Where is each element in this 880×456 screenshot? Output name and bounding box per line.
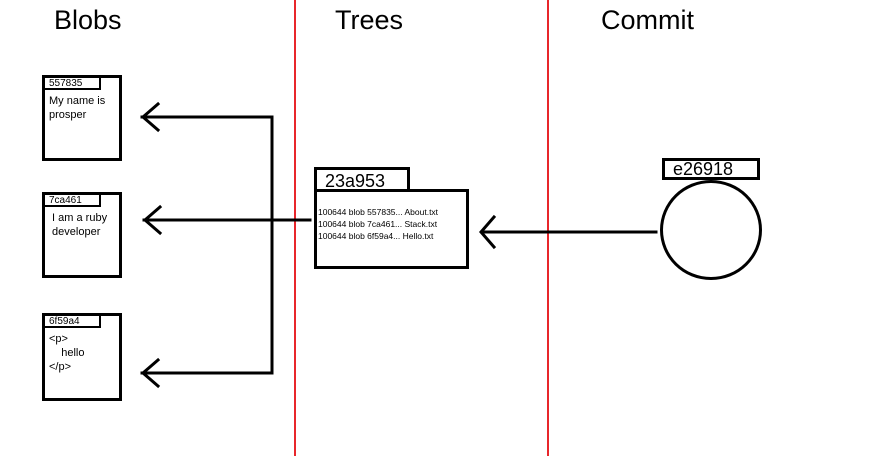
- blobs-heading: Blobs: [54, 5, 122, 35]
- blob-hash: 7ca461: [45, 195, 101, 207]
- trees-heading: Trees: [335, 5, 404, 35]
- commit-hash: e26918: [662, 158, 760, 180]
- commit-heading: Commit: [601, 5, 694, 35]
- blob-line: My name is: [49, 95, 106, 107]
- blob-card: 557835 My name is prosper: [42, 75, 122, 161]
- blob-hash: 6f59a4: [45, 316, 101, 328]
- tree-entry: 100644 blob 7ca461... Stack.txt: [318, 219, 438, 229]
- blob-content: My name is prosper: [45, 90, 119, 126]
- blob-line: developer: [49, 226, 101, 238]
- divider-trees-commit: [547, 0, 549, 456]
- blob-card: 7ca461 I am a ruby developer: [42, 192, 122, 278]
- blob-line: hello: [49, 347, 85, 359]
- tree-entry: 100644 blob 557835... About.txt: [318, 207, 439, 217]
- arrowhead-tree: [479, 214, 497, 250]
- tree-card: 100644 blob 557835... About.txt 100644 b…: [314, 189, 469, 269]
- arrowhead-blob-3: [140, 357, 161, 389]
- divider-blobs-trees: [294, 0, 296, 456]
- blob-card: 6f59a4 <p> hello </p>: [42, 313, 122, 401]
- blob-line: prosper: [49, 109, 87, 121]
- blob-hash: 557835: [45, 78, 101, 90]
- blob-content: I am a ruby developer: [45, 207, 119, 243]
- commit-node: [660, 180, 762, 280]
- arrowhead-blob-2: [142, 204, 163, 236]
- tree-hash: 23a953: [314, 167, 410, 191]
- blob-line: </p>: [49, 361, 72, 373]
- blob-content: <p> hello </p>: [45, 328, 119, 378]
- arrowhead-blob-1: [140, 101, 161, 133]
- blob-line: I am a ruby: [49, 212, 108, 224]
- tree-entry: 100644 blob 6f59a4... Hello.txt: [318, 231, 434, 241]
- blob-line: <p>: [49, 333, 68, 345]
